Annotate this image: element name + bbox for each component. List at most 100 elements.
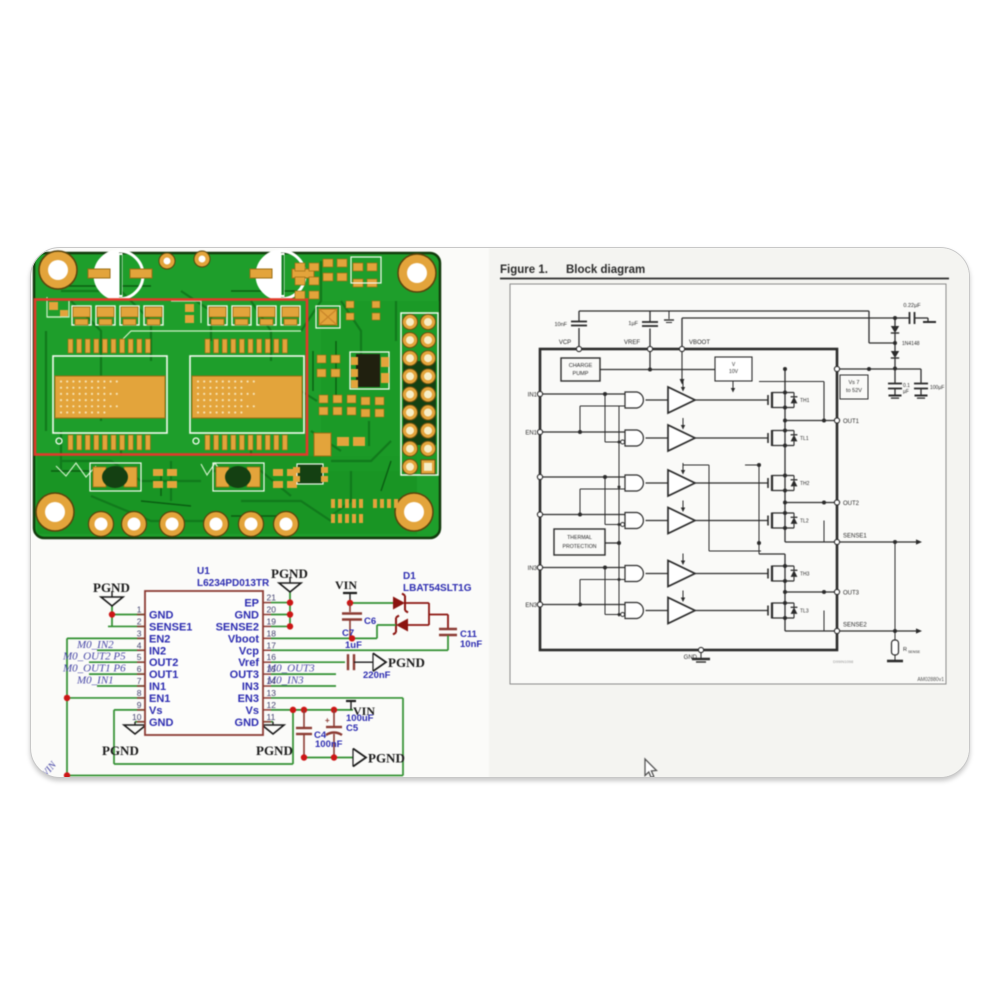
svg-text:100uF: 100uF [346,713,374,724]
svg-text:100nF: 100nF [315,739,343,750]
svg-text:3: 3 [137,628,142,638]
svg-text:D1: D1 [403,571,416,582]
svg-text:SENSE: SENSE [908,650,921,654]
svg-text:IN2: IN2 [149,645,166,657]
svg-text:IN1: IN1 [528,393,538,399]
svg-text:Block diagram: Block diagram [566,264,645,276]
svg-text:GND: GND [235,610,260,622]
svg-text:L6234PD013TR: L6234PD013TR [197,578,270,589]
svg-text:SENSE1: SENSE1 [843,534,867,540]
svg-text:VREF: VREF [624,340,640,346]
svg-text:+: + [325,716,330,725]
svg-text:11: 11 [267,712,276,722]
svg-text:14: 14 [267,676,277,686]
svg-text:C6: C6 [364,616,376,627]
svg-text:OUT3: OUT3 [843,591,860,597]
svg-text:M0_OUT2 P5: M0_OUT2 P5 [62,651,126,663]
svg-text:Vs: Vs [246,705,259,717]
svg-text:7: 7 [137,676,142,686]
svg-text:PGND: PGND [271,566,308,581]
svg-text:EN1: EN1 [525,431,537,437]
svg-text:5: 5 [137,652,142,662]
svg-text:1uF: 1uF [345,640,362,651]
svg-text:LBAT54SLT1G: LBAT54SLT1G [403,583,472,594]
svg-text:EP: EP [244,598,259,610]
svg-text:GND: GND [149,717,174,729]
svg-text:M0_IN1: M0_IN1 [76,675,114,687]
svg-text:12: 12 [267,700,277,710]
svg-text:0.22µF: 0.22µF [903,303,921,309]
svg-text:20: 20 [267,605,277,615]
svg-text:D99IN1098: D99IN1098 [833,659,854,664]
svg-text:R: R [903,647,907,653]
svg-text:2: 2 [137,616,142,626]
svg-text:µF: µF [903,389,909,395]
svg-text:6: 6 [137,664,142,674]
svg-text:10nF: 10nF [460,639,482,650]
svg-text:SENSE2: SENSE2 [843,623,867,629]
svg-text:GND: GND [684,655,698,661]
svg-text:Vboot: Vboot [228,633,259,645]
svg-text:17: 17 [267,640,277,650]
svg-text:EN3: EN3 [525,603,537,609]
svg-text:19: 19 [267,616,277,626]
svg-text:9: 9 [137,700,142,710]
svg-text:220nF: 220nF [363,670,391,681]
svg-text:IN3: IN3 [528,566,538,572]
svg-text:EN2: EN2 [149,633,170,645]
svg-text:M0_OUT1 P6: M0_OUT1 P6 [62,663,126,675]
svg-text:15: 15 [267,664,277,674]
svg-text:SENSE1: SENSE1 [149,621,192,633]
svg-text:10: 10 [132,712,142,722]
svg-text:OUT1: OUT1 [843,419,860,425]
svg-text:Vref: Vref [238,657,259,669]
svg-text:10nF: 10nF [554,322,567,328]
svg-text:CHARGE: CHARGE [569,363,593,369]
svg-text:TL2: TL2 [800,519,809,525]
svg-text:M0_IN3: M0_IN3 [266,674,304,686]
svg-text:GND: GND [149,610,174,622]
svg-text:10V: 10V [729,369,739,375]
svg-text:Vcp: Vcp [239,645,259,657]
svg-text:100µF: 100µF [930,385,944,391]
svg-text:C5: C5 [346,723,359,734]
svg-text:PUMP: PUMP [573,371,589,377]
svg-text:IN3: IN3 [242,681,259,693]
svg-text:PGND: PGND [256,743,293,758]
svg-text:OUT2: OUT2 [843,501,860,507]
svg-text:TH1: TH1 [800,398,810,404]
svg-text:U1: U1 [197,566,210,577]
svg-text:16: 16 [267,652,277,662]
svg-text:EN3: EN3 [238,693,259,705]
svg-text:Vs 7: Vs 7 [848,380,859,386]
svg-text:Vs: Vs [149,705,162,717]
svg-text:13: 13 [267,688,277,698]
svg-text:PGND: PGND [93,580,130,595]
svg-text:GND: GND [235,717,260,729]
svg-text:18: 18 [267,628,277,638]
svg-text:Figure 1.: Figure 1. [500,264,548,276]
svg-text:C7: C7 [342,628,354,639]
svg-text:TL1: TL1 [800,436,809,442]
svg-text:1: 1 [137,605,142,615]
svg-text:EN1: EN1 [149,693,170,705]
svg-text:M0_OUT3: M0_OUT3 [266,663,315,675]
svg-text:PGND: PGND [102,743,139,758]
svg-text:THERMAL: THERMAL [567,535,592,541]
svg-text:VIN: VIN [353,704,375,718]
svg-text:SENSE2: SENSE2 [216,621,259,633]
svg-text:C11: C11 [460,629,478,640]
svg-text:OUT1: OUT1 [149,669,178,681]
svg-text:V: V [732,362,736,368]
svg-text:1N4148: 1N4148 [902,341,920,347]
svg-text:VBOOT: VBOOT [689,340,710,346]
svg-text:0.1: 0.1 [903,383,910,389]
svg-text:TH2: TH2 [800,481,810,487]
svg-text:C4: C4 [314,730,327,741]
svg-text:1µF: 1µF [628,321,638,327]
svg-text:VIN: VIN [40,759,60,778]
svg-text:OUT3: OUT3 [230,669,259,681]
svg-text:to 52V: to 52V [846,388,862,394]
svg-text:21: 21 [267,593,277,603]
svg-text:AM02880v1: AM02880v1 [917,677,944,683]
